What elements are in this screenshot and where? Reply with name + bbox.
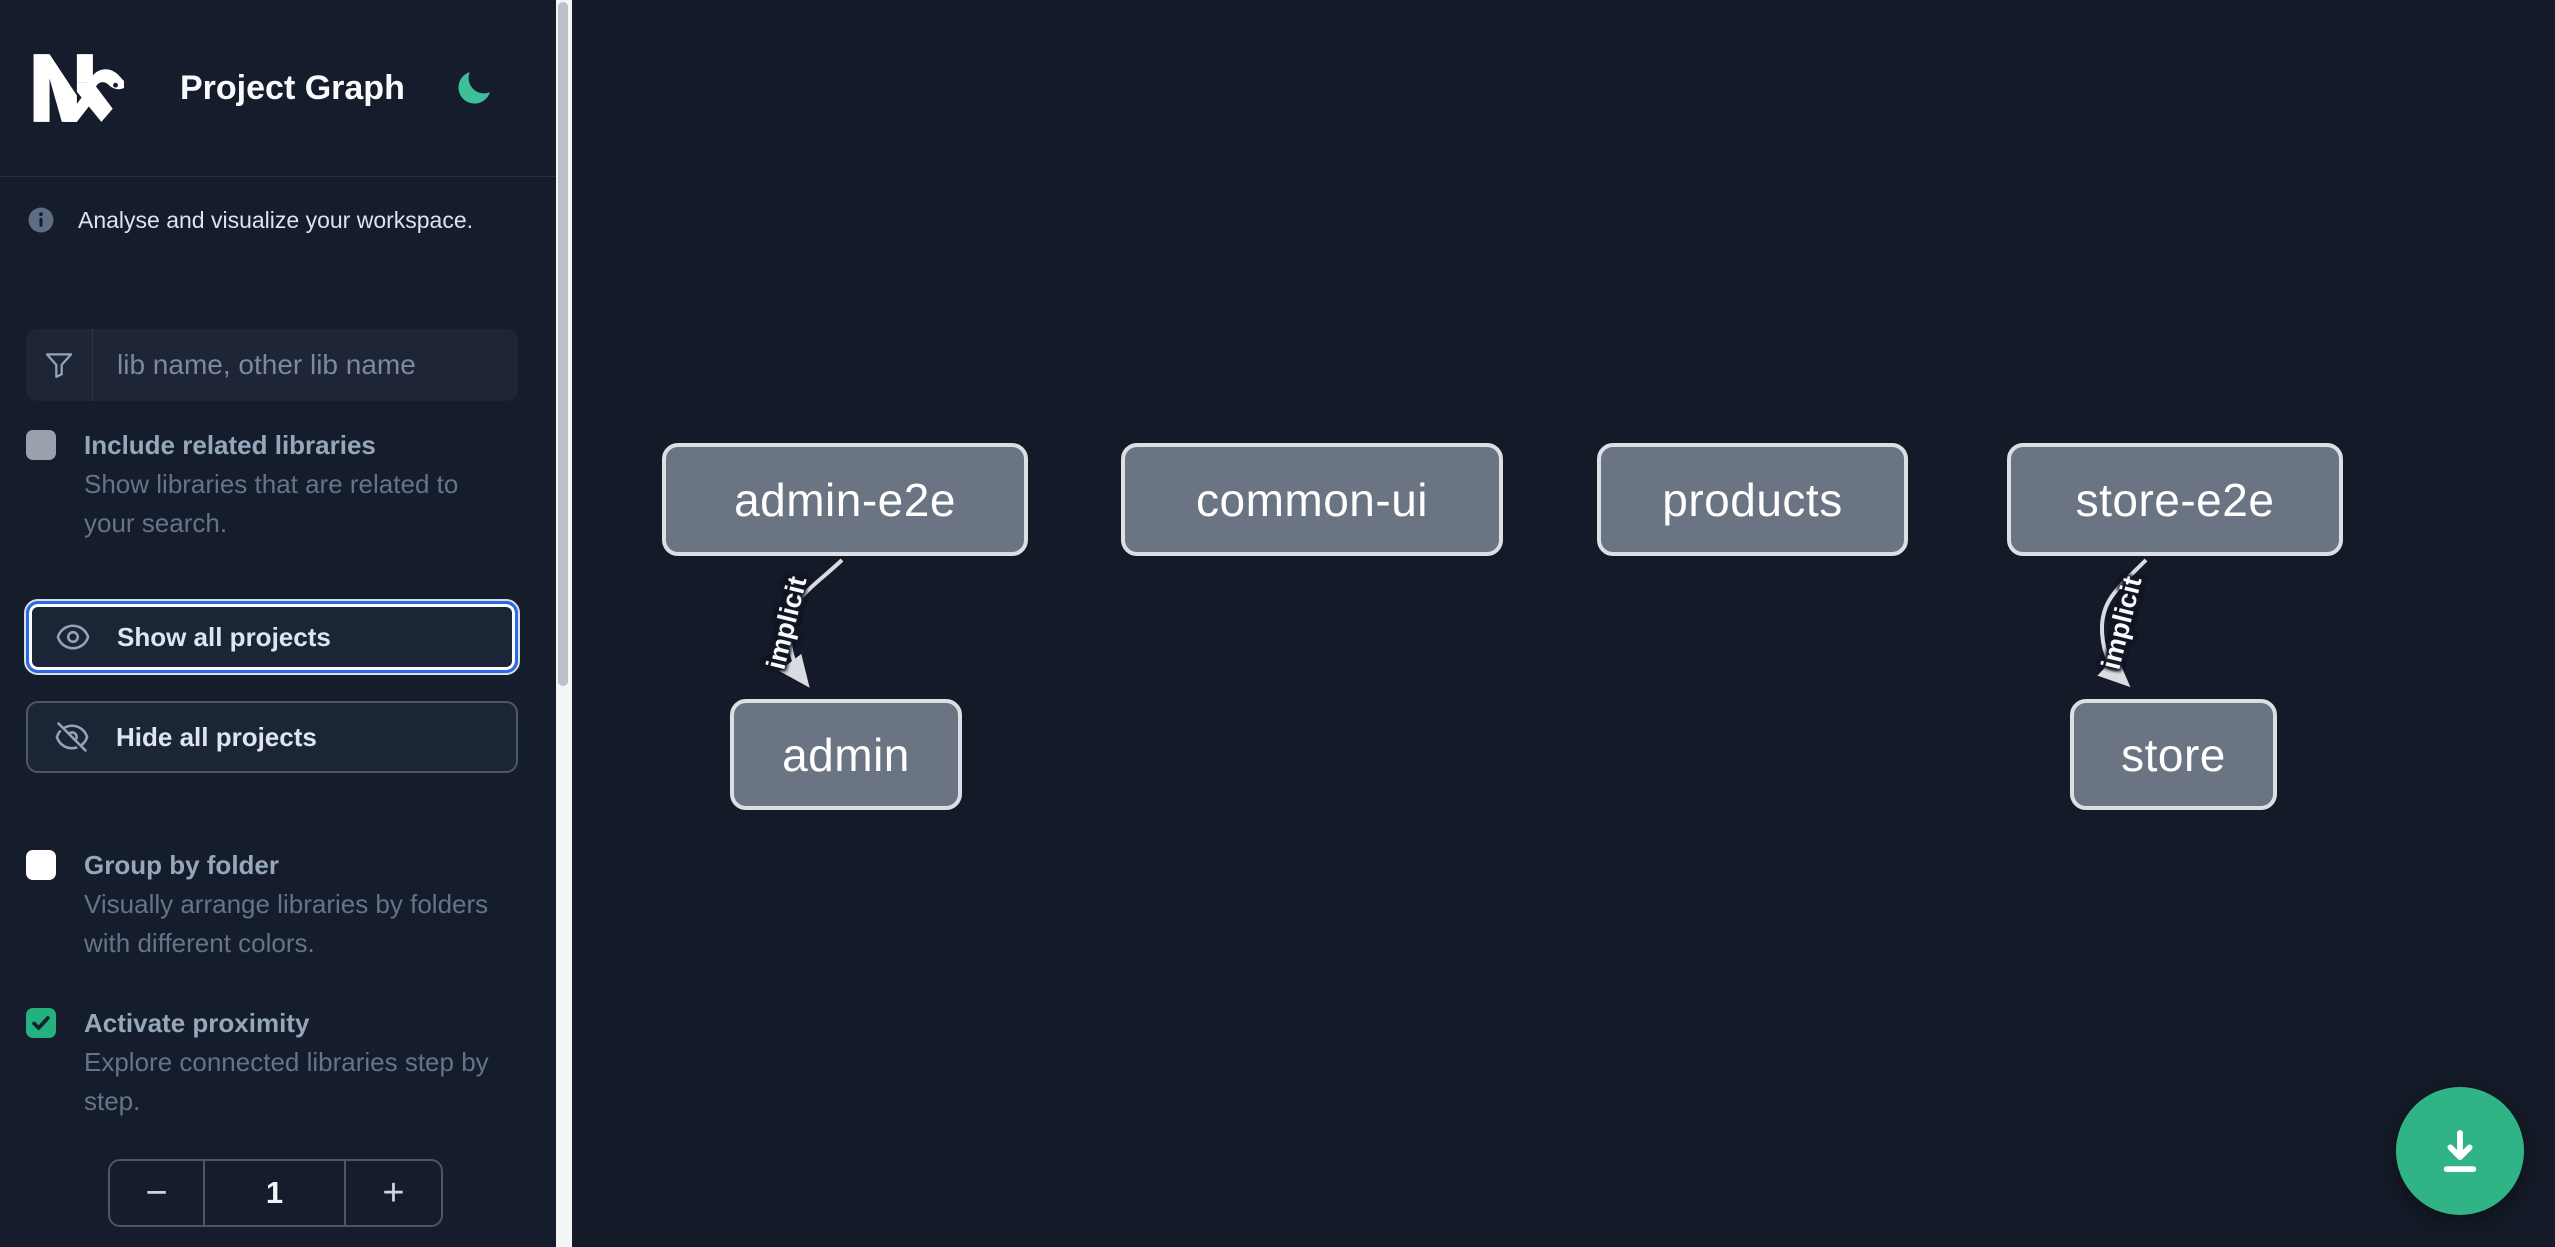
download-icon <box>2443 1129 2477 1173</box>
graph-node-admin[interactable]: admin <box>730 699 962 810</box>
info-row: Analyse and visualize your workspace. <box>26 205 518 235</box>
activate-proximity-checkbox[interactable] <box>26 1008 56 1038</box>
eye-slash-icon <box>55 722 89 752</box>
show-all-projects-button[interactable]: Show all projects <box>24 599 520 675</box>
filter-icon-cell <box>26 329 93 401</box>
theme-toggle-button[interactable] <box>453 67 495 109</box>
show-all-projects-label: Show all projects <box>117 621 331 652</box>
proximity-depth-stepper: − 1 + <box>108 1159 443 1227</box>
activate-proximity-label[interactable]: Activate proximity <box>84 1008 310 1038</box>
hide-all-projects-label: Hide all projects <box>116 721 317 752</box>
include-related-row: Include related libraries Show libraries… <box>26 425 518 543</box>
graph-node-common-ui[interactable]: common-ui <box>1121 443 1503 556</box>
group-by-folder-row: Group by folder Visually arrange librari… <box>26 845 518 963</box>
search-input[interactable] <box>93 329 518 401</box>
sidebar-scrollbar-track[interactable] <box>556 0 572 1247</box>
graph-node-store-e2e[interactable]: store-e2e <box>2007 443 2343 556</box>
check-icon <box>32 1016 50 1030</box>
graph-node-products[interactable]: products <box>1597 443 1908 556</box>
increment-button[interactable]: + <box>344 1161 441 1225</box>
moon-icon <box>458 72 490 104</box>
group-by-folder-checkbox[interactable] <box>26 850 56 880</box>
eye-icon <box>56 624 90 650</box>
hide-all-projects-button[interactable]: Hide all projects <box>26 701 518 773</box>
activate-proximity-description: Explore connected libraries step by step… <box>84 1047 489 1116</box>
graph-node-store[interactable]: store <box>2070 699 2277 810</box>
include-related-description: Show libraries that are related to your … <box>84 469 459 538</box>
sidebar-content: Analyse and visualize your workspace. In… <box>0 205 572 1227</box>
funnel-icon <box>45 353 73 379</box>
group-by-folder-label[interactable]: Group by folder <box>84 850 279 880</box>
sidebar-header: Project Graph <box>0 0 572 177</box>
sidebar: Project Graph Analyse and visualize your… <box>0 0 572 1247</box>
graph-node-admin-e2e[interactable]: admin-e2e <box>662 443 1028 556</box>
decrement-button[interactable]: − <box>110 1161 205 1225</box>
proximity-depth-value: 1 <box>265 1175 284 1210</box>
edge-label-implicit: implicit <box>760 573 813 673</box>
include-related-checkbox[interactable] <box>26 430 56 460</box>
page-title: Project Graph <box>180 68 405 107</box>
search-box <box>26 329 518 401</box>
group-by-folder-description: Visually arrange libraries by folders wi… <box>84 889 489 958</box>
nx-logo <box>33 54 124 122</box>
activate-proximity-row: Activate proximity Explore connected lib… <box>26 1003 518 1121</box>
download-graph-button[interactable] <box>2396 1087 2524 1215</box>
include-related-label[interactable]: Include related libraries <box>84 430 376 460</box>
edge-label-implicit: implicit <box>2095 573 2148 673</box>
info-icon <box>28 207 54 233</box>
sidebar-scrollbar-thumb[interactable] <box>558 2 568 686</box>
info-text: Analyse and visualize your workspace. <box>78 206 474 233</box>
